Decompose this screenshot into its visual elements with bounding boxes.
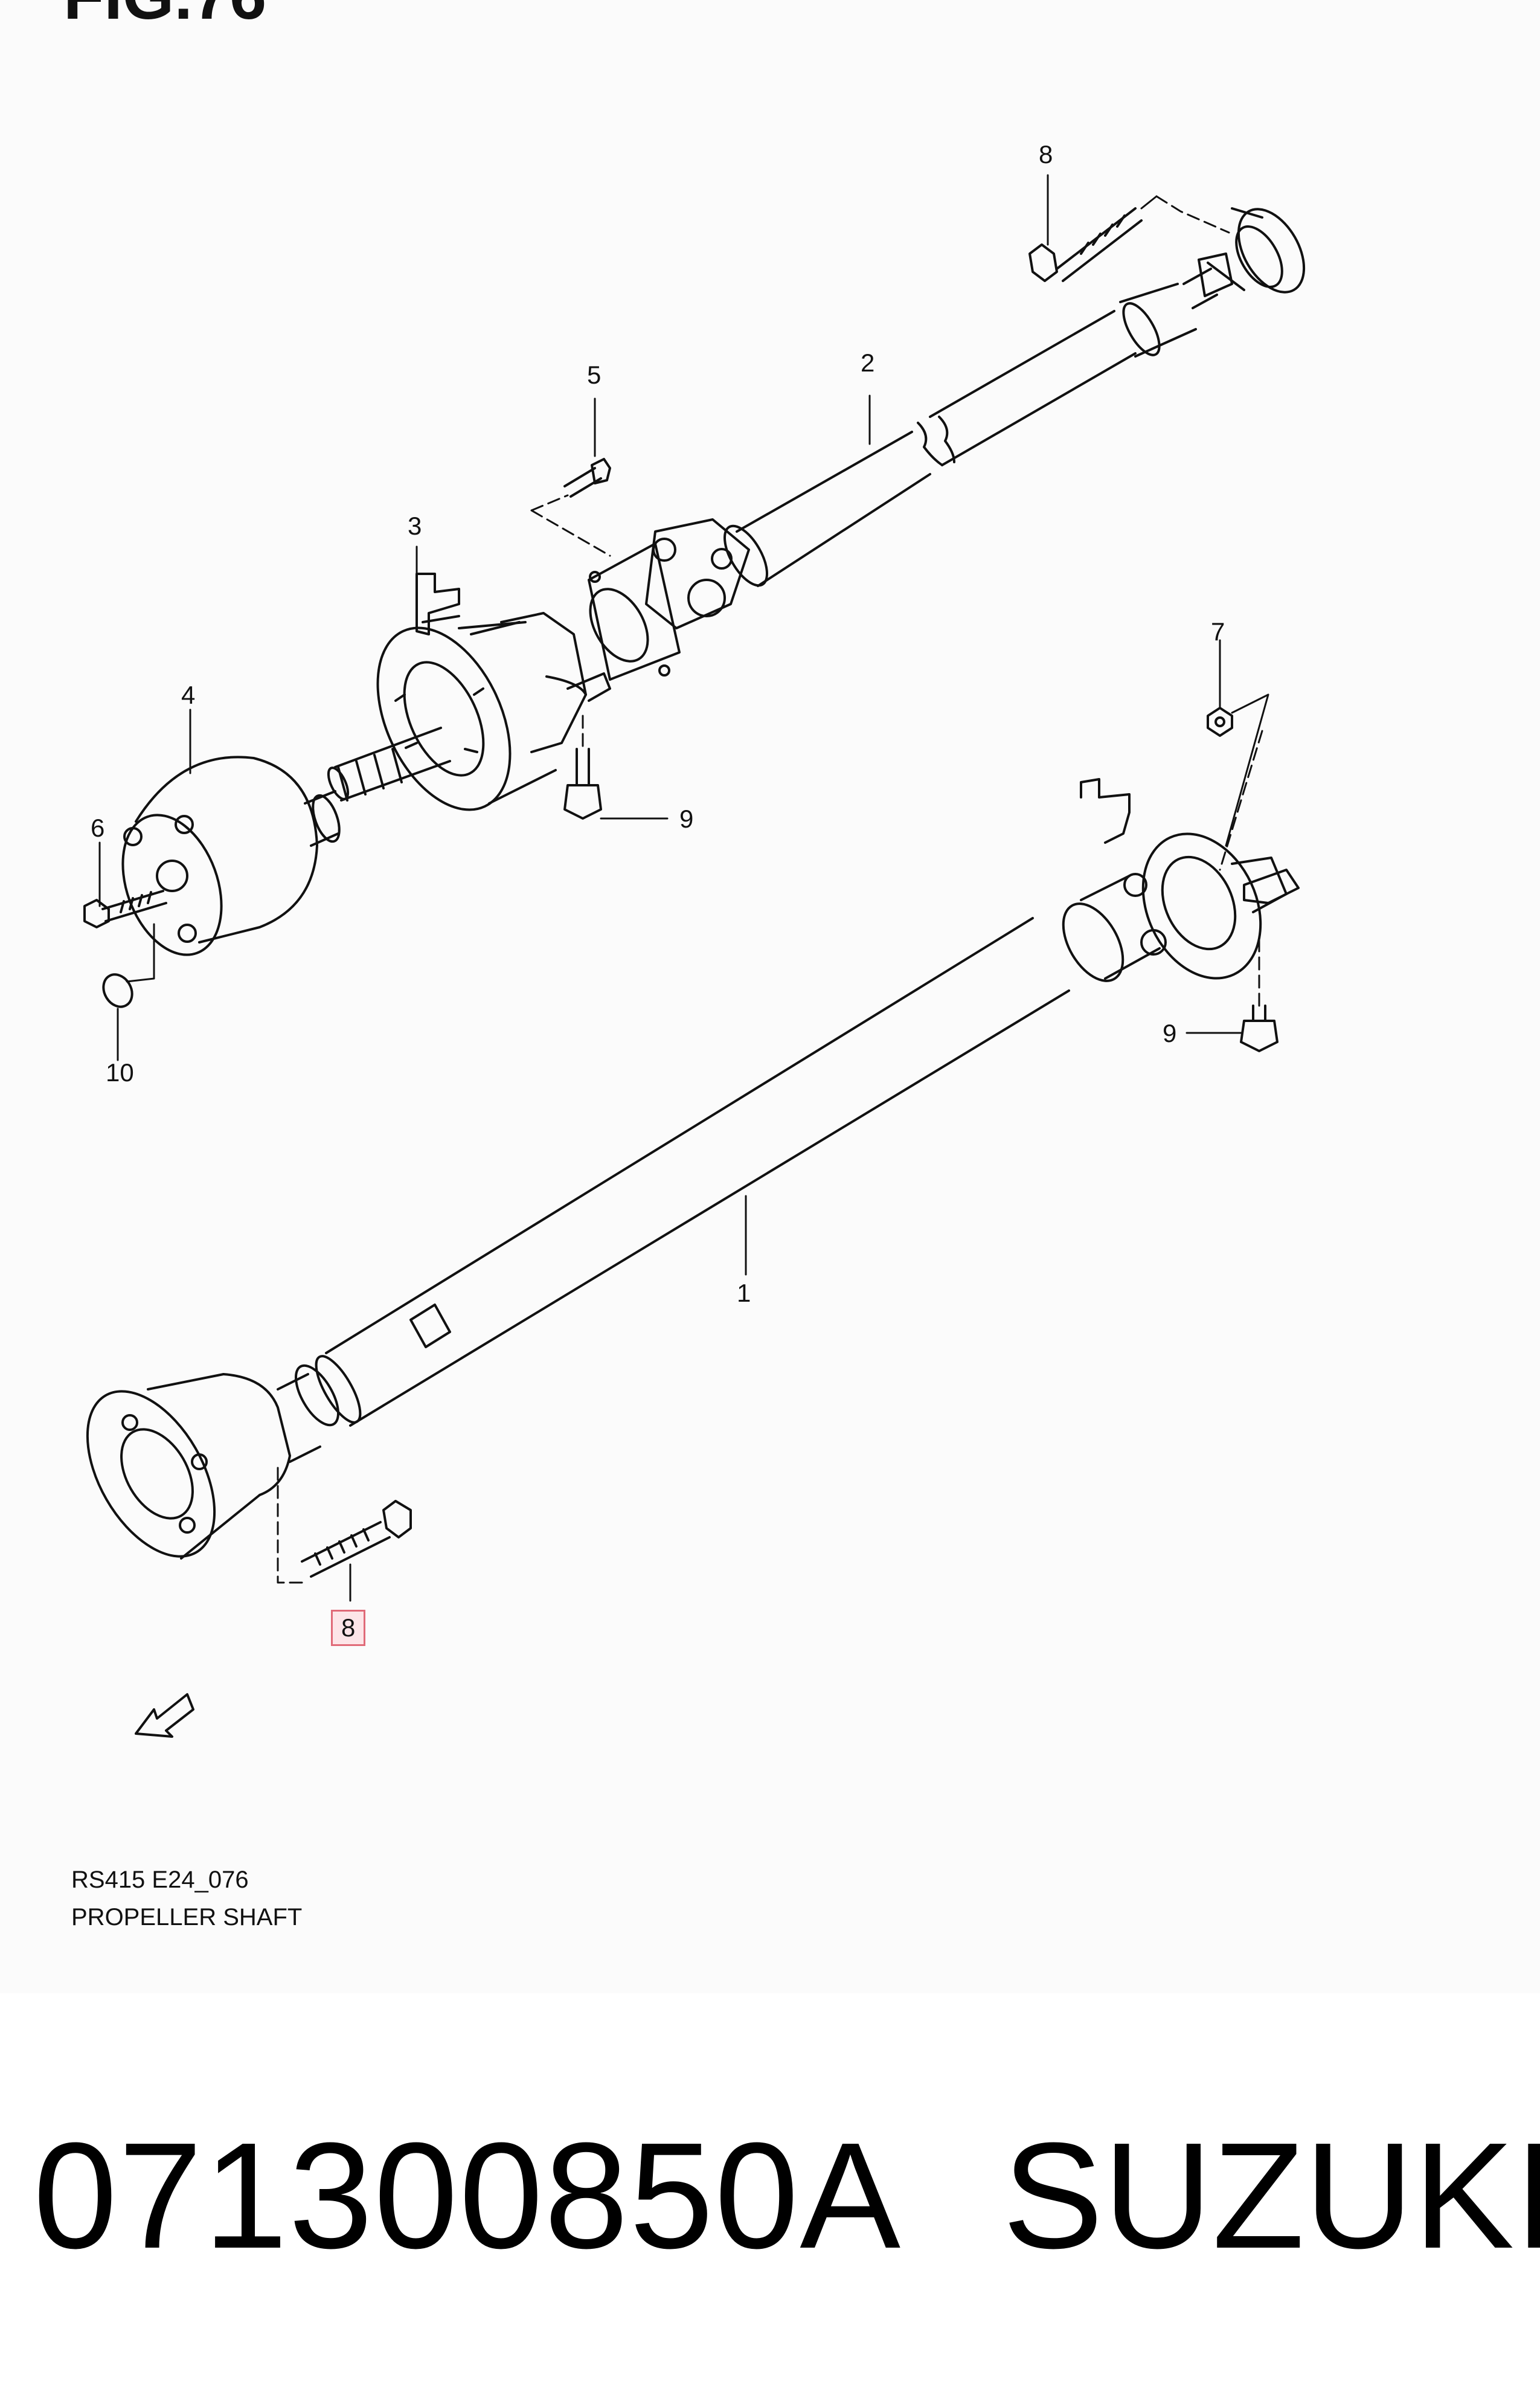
propeller-shaft-diagram	[83, 174, 1306, 1738]
callout-5: 5	[587, 361, 602, 389]
bolt-8-upper	[1028, 207, 1143, 282]
diagram-sheet: FIG.76	[63, 0, 1306, 1931]
callout-6: 6	[91, 814, 105, 842]
leader-lines	[98, 174, 1269, 1602]
upper-shaft	[327, 207, 1306, 811]
nut-7	[1207, 707, 1233, 737]
callout-2: 2	[861, 349, 875, 377]
lower-shaft	[86, 778, 1300, 1560]
bolt-9-lower	[1240, 1005, 1279, 1052]
callout-9-lower: 9	[1163, 1019, 1177, 1047]
callout-10: 10	[106, 1058, 134, 1087]
bolt-8-lower	[301, 1500, 412, 1578]
callout-9-upper: 9	[679, 805, 694, 833]
callout-4: 4	[181, 681, 196, 709]
callout-3: 3	[408, 512, 422, 540]
bolt-6	[83, 890, 167, 928]
fwd-arrow	[135, 1693, 194, 1738]
callout-8-upper: 8	[1039, 140, 1053, 169]
callout-7: 7	[1211, 617, 1225, 646]
part-number: 071300850A	[33, 2111, 902, 2280]
callout-8-lower-highlighted[interactable]: 8	[331, 1610, 366, 1646]
bolt-9-upper	[563, 748, 602, 820]
figure-name: PROPELLER SHAFT	[71, 1904, 303, 1931]
bolt-5	[563, 458, 611, 498]
coupling-housing	[121, 756, 341, 956]
snap-ring-10	[102, 973, 133, 1008]
figure-code: RS415 E24_076	[71, 1866, 249, 1893]
callout-1: 1	[737, 1279, 751, 1307]
brand-name: SUZUKI	[1003, 2111, 1540, 2280]
figure-title: FIG.76	[63, 0, 266, 34]
